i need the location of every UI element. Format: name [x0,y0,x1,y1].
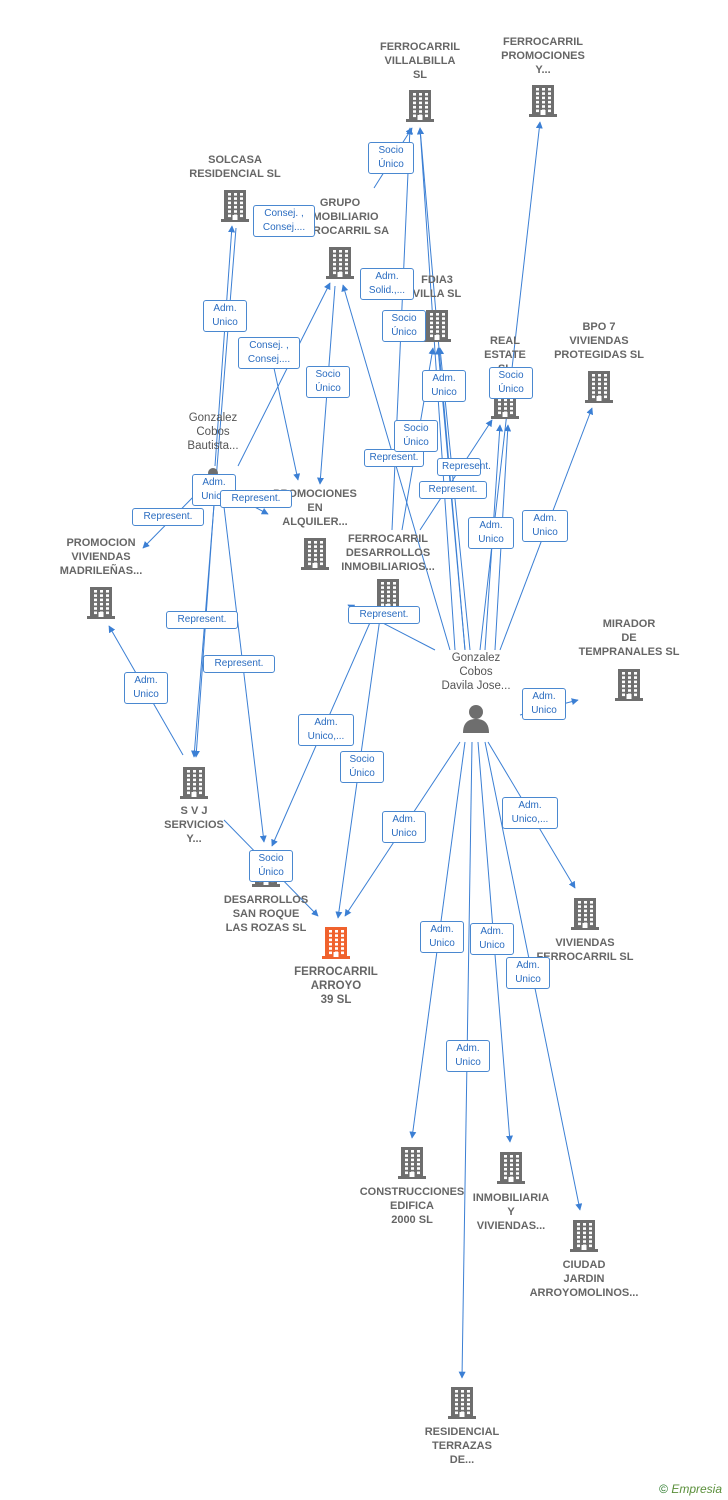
node-label: BPO 7 VIVIENDAS PROTEGIDAS SL [554,321,644,361]
edge-label-e18[interactable]: Represent. [348,606,420,624]
edge-label-e29[interactable]: Adm. Unico [506,957,550,989]
node-label: FERROCARRIL PROMOCIONES Y... [501,36,585,76]
edge-label-e21[interactable]: Adm. Unico [522,688,566,720]
node-svj[interactable]: S V J SERVICIOS Y... [134,804,254,846]
building-icon[interactable] [179,765,209,804]
node-label: CONSTRUCCIONES EDIFICA 2000 SL [359,1186,465,1226]
node-construcciones-edifica[interactable]: CONSTRUCCIONES EDIFICA 2000 SL [352,1185,472,1227]
building-icon[interactable] [405,88,435,127]
node-label: PROMOCION VIVIENDAS MADRILEÑAS... [59,537,143,577]
copyright: © Empresia [659,1482,722,1496]
node-label: CIUDAD JARDIN ARROYOMOLINOS... [529,1259,639,1299]
node-label: PROMOCIONES EN ALQUILER... [273,488,357,528]
node-residencial-terrazas[interactable]: RESIDENCIAL TERRAZAS DE... [402,1425,522,1467]
edge-label-e22[interactable]: Adm. Unico,... [298,714,354,746]
edge-label-e7[interactable]: Socio Único [306,366,350,398]
building-icon[interactable] [86,585,116,624]
edge-label-e32[interactable]: Represent. [437,458,491,476]
edge-label-e4[interactable]: Adm. Unico [203,300,247,332]
edge-label-e30[interactable]: Adm. Unico [446,1040,490,1072]
node-label: Gonzalez Cobos Davila Jose... [441,652,511,692]
node-gonzalez-bautista[interactable]: Gonzalez Cobos Bautista... [153,411,273,453]
node-label: DESARROLLOS SAN ROQUE LAS ROZAS SL [223,894,309,934]
edge-label-e2[interactable]: Consej. , Consej.... [253,205,315,237]
node-viviendas-ferrocarril[interactable]: VIVIENDAS FERROCARRIL SL [525,936,645,964]
building-icon[interactable] [569,1218,599,1257]
person-icon[interactable] [461,703,491,738]
building-icon[interactable] [570,896,600,935]
edge-label-e14[interactable]: Adm. Unico [468,517,514,549]
node-bpo7[interactable]: BPO 7 VIVIENDAS PROTEGIDAS SL [539,320,659,362]
edge-label-e12[interactable]: Represent. [419,481,487,499]
node-label: FERROCARRIL ARROYO 39 SL [294,966,378,1006]
building-icon[interactable] [397,1145,427,1184]
edge-label-e17[interactable]: Represent. [220,490,292,508]
edge-label-e1[interactable]: Socio Único [368,142,414,174]
node-label: VIVIENDAS FERROCARRIL SL [536,937,634,963]
building-icon[interactable] [614,667,644,706]
edge-label-e26[interactable]: Socio Único [249,850,293,882]
edge-24 [237,282,331,467]
node-label: FERROCARRIL DESARROLLOS INMOBILIARIOS... [341,533,435,573]
node-label: Gonzalez Cobos Bautista... [187,412,239,452]
edge-label-e15[interactable]: Adm. Unico [522,510,568,542]
node-inmobiliaria-viviendas[interactable]: INMOBILIARIA Y VIVIENDAS... [451,1191,571,1233]
edge-label-e8[interactable]: Adm. Unico [422,370,466,402]
building-icon[interactable] [325,245,355,284]
edge-23 [214,225,236,467]
node-ferrocarril-promociones[interactable]: FERROCARRIL PROMOCIONES Y... [483,35,603,77]
building-icon[interactable] [584,369,614,408]
building-icon[interactable] [447,1385,477,1424]
building-icon[interactable] [496,1150,526,1189]
node-ferrocarril-arroyo[interactable]: FERROCARRIL ARROYO 39 SL [276,965,396,1007]
node-label: S V J SERVICIOS Y... [164,805,224,845]
building-icon[interactable] [528,83,558,122]
copyright-symbol: © [659,1482,668,1496]
node-label: RESIDENCIAL TERRAZAS DE... [424,1426,500,1466]
edge-16 [341,284,451,651]
node-label: FDIA3 VILLA SL [412,274,462,300]
edge-label-e27[interactable]: Adm. Unico [420,921,464,953]
node-fdia3[interactable]: FDIA3 VILLA SL [377,273,497,301]
edge-label-e11[interactable]: Socio Único [394,420,438,452]
edge-label-e16[interactable]: Represent. [132,508,204,526]
edge-label-e5[interactable]: Socio Único [382,310,426,342]
edge-label-e3[interactable]: Adm. Solid.,... [360,268,414,300]
node-label: FERROCARRIL VILLALBILLA SL [379,41,461,81]
building-icon[interactable] [300,536,330,575]
node-ferrocarril-villalbilla[interactable]: FERROCARRIL VILLALBILLA SL [360,40,480,82]
node-ferrocarril-desarrollos[interactable]: FERROCARRIL DESARROLLOS INMOBILIARIOS... [328,532,448,574]
edge-label-e24[interactable]: Adm. Unico,... [502,797,558,829]
node-label: MIRADOR DE TEMPRANALES SL [578,618,680,658]
edge-label-e23[interactable]: Socio Único [340,751,384,783]
node-desarrollos-san-roque[interactable]: DESARROLLOS SAN ROQUE LAS ROZAS SL [206,893,326,935]
edge-label-e19[interactable]: Represent. [166,611,238,629]
node-label: SOLCASA RESIDENCIAL SL [189,154,281,180]
edge-label-e28[interactable]: Adm. Unico [470,923,514,955]
edge-label-e25[interactable]: Adm. Unico [382,811,426,843]
edge-label-e31[interactable]: Represent. [203,655,275,673]
node-gonzalez-davila[interactable]: Gonzalez Cobos Davila Jose... [416,651,536,693]
building-icon[interactable] [422,308,452,347]
edge-label-e9[interactable]: Socio Único [489,367,533,399]
node-solcasa[interactable]: SOLCASA RESIDENCIAL SL [175,153,295,181]
brand-name[interactable]: Empresia [671,1482,722,1496]
node-promocion-madrilenas[interactable]: PROMOCION VIVIENDAS MADRILEÑAS... [41,536,161,578]
node-label: INMOBILIARIA Y VIVIENDAS... [472,1192,550,1232]
edge-label-e20[interactable]: Adm. Unico [124,672,168,704]
node-ciudad-jardin[interactable]: CIUDAD JARDIN ARROYOMOLINOS... [524,1258,644,1300]
edge-label-e6[interactable]: Consej. , Consej.... [238,337,300,369]
building-icon[interactable] [321,925,351,964]
building-icon[interactable] [220,188,250,227]
node-mirador[interactable]: MIRADOR DE TEMPRANALES SL [569,617,689,659]
node-promociones-alquiler[interactable]: PROMOCIONES EN ALQUILER... [255,487,375,529]
